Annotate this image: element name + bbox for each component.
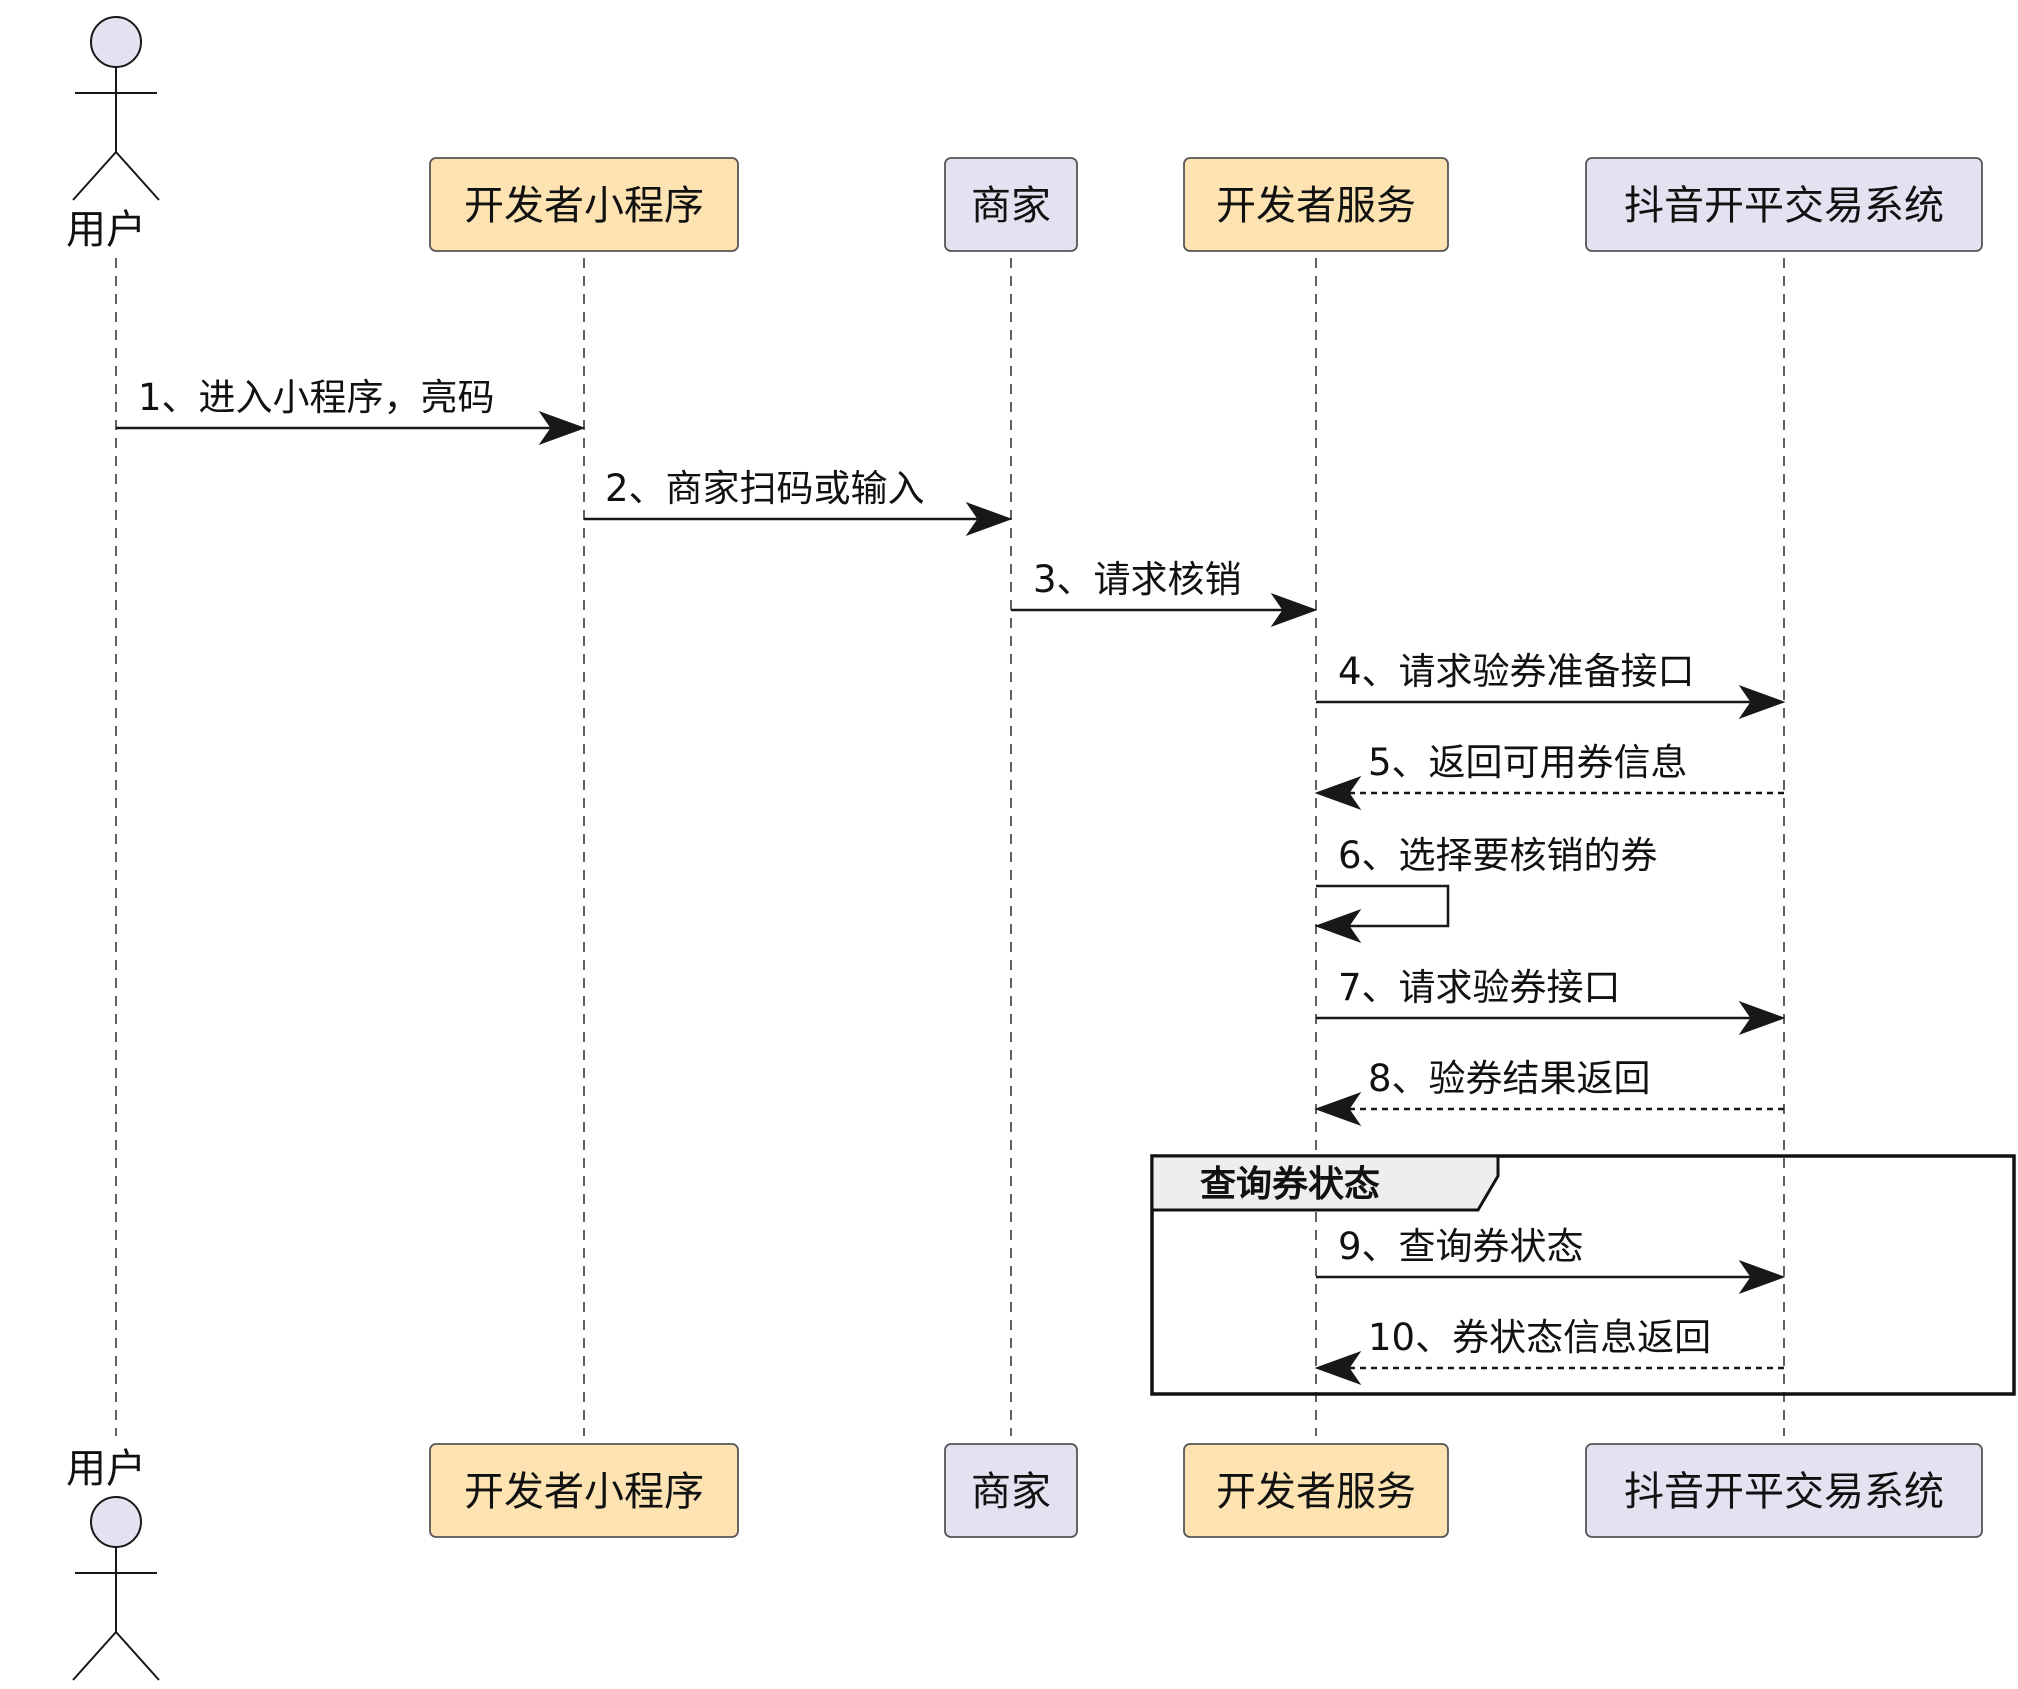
actor-user-label: 用户 <box>66 207 146 253</box>
message-label: 10、券状态信息返回 <box>1368 1316 1711 1359</box>
actor-leg-left <box>72 151 117 201</box>
participant-label: 开发者小程序 <box>464 183 704 229</box>
message-2: 2、商家扫码或输入 <box>584 467 1013 537</box>
message-label: 4、请求验券准备接口 <box>1338 650 1695 693</box>
participants-bottom: 用户 开发者小程序 商家 开发者服务 抖音开平交易系统 <box>66 1443 1983 1681</box>
message-label: 8、验券结果返回 <box>1368 1057 1651 1100</box>
group-frame-border <box>1150 1154 2016 1396</box>
participant-box <box>1183 157 1449 252</box>
participant-box <box>429 1443 739 1538</box>
group-title-tab <box>1150 1154 1500 1212</box>
actor-user-top: 用户 <box>66 16 160 253</box>
arrowhead-icon <box>1314 1091 1362 1127</box>
arrowhead-icon <box>1738 684 1786 720</box>
participant-label: 商家 <box>971 1469 1051 1515</box>
message-label: 2、商家扫码或输入 <box>605 467 925 510</box>
participant-label: 开发者服务 <box>1216 1469 1416 1515</box>
message-label: 7、请求验券接口 <box>1338 966 1621 1009</box>
participant-miniapp-top: 开发者小程序 <box>429 157 739 252</box>
participant-label: 抖音开平交易系统 <box>1624 1469 1944 1515</box>
arrowhead-icon <box>538 410 586 446</box>
arrowhead-icon <box>965 501 1013 537</box>
message-label: 5、返回可用券信息 <box>1368 741 1688 784</box>
actor-head-icon <box>90 1496 142 1548</box>
message-label: 9、查询券状态 <box>1338 1225 1584 1268</box>
participant-douyin-bottom: 抖音开平交易系统 <box>1585 1443 1983 1538</box>
participant-box <box>944 1443 1078 1538</box>
arrowhead-icon <box>1738 1000 1786 1036</box>
participant-label: 开发者小程序 <box>464 1469 704 1515</box>
message-10: 10、券状态信息返回 <box>1314 1316 1784 1386</box>
arrowhead-icon <box>1270 592 1318 628</box>
arrowhead-icon <box>1314 775 1362 811</box>
message-label: 3、请求核销 <box>1033 558 1242 601</box>
participant-box <box>944 157 1078 252</box>
participant-box <box>1183 1443 1449 1538</box>
actor-user-label: 用户 <box>66 1446 146 1492</box>
participants-top: 用户 开发者小程序 商家 开发者服务 抖音开平交易系统 <box>66 16 1983 253</box>
messages: 1、进入小程序，亮码 2、商家扫码或输入 3、请求核销 4、请求验券准备接口 5… <box>116 376 1786 1386</box>
group-frame: 查询券状态 <box>1150 1154 2016 1396</box>
actor-leg-right <box>115 151 160 201</box>
participant-box <box>1585 157 1983 252</box>
message-8: 8、验券结果返回 <box>1314 1057 1784 1127</box>
participant-douyin-top: 抖音开平交易系统 <box>1585 157 1983 252</box>
participant-service-top: 开发者服务 <box>1183 157 1449 252</box>
actor-leg-right <box>115 1631 160 1681</box>
participant-merchant-bottom: 商家 <box>944 1443 1078 1538</box>
participant-label: 开发者服务 <box>1216 183 1416 229</box>
message-label: 1、进入小程序，亮码 <box>138 376 495 419</box>
message-line <box>1316 884 1450 928</box>
actor-user-bottom: 用户 <box>66 1446 160 1681</box>
participant-label: 抖音开平交易系统 <box>1624 183 1944 229</box>
message-6: 6、选择要核销的券 <box>1314 834 1658 944</box>
participant-box <box>429 157 739 252</box>
message-label: 6、选择要核销的券 <box>1338 834 1658 877</box>
participant-miniapp-bottom: 开发者小程序 <box>429 1443 739 1538</box>
actor-leg-left <box>72 1631 117 1681</box>
message-1: 1、进入小程序，亮码 <box>116 376 586 446</box>
participant-box <box>1585 1443 1983 1538</box>
message-7: 7、请求验券接口 <box>1316 966 1786 1036</box>
participant-label: 商家 <box>971 183 1051 229</box>
group-title: 查询券状态 <box>1200 1164 1380 1205</box>
actor-head-icon <box>90 16 142 68</box>
lifelines <box>115 258 1785 1436</box>
participant-merchant-top: 商家 <box>944 157 1078 252</box>
arrowhead-icon <box>1314 1350 1362 1386</box>
arrowhead-icon <box>1314 908 1362 944</box>
message-3: 3、请求核销 <box>1011 558 1318 628</box>
participant-service-bottom: 开发者服务 <box>1183 1443 1449 1538</box>
message-4: 4、请求验券准备接口 <box>1316 650 1786 720</box>
arrowhead-icon <box>1738 1259 1786 1295</box>
message-5: 5、返回可用券信息 <box>1314 741 1784 811</box>
message-9: 9、查询券状态 <box>1316 1225 1786 1295</box>
